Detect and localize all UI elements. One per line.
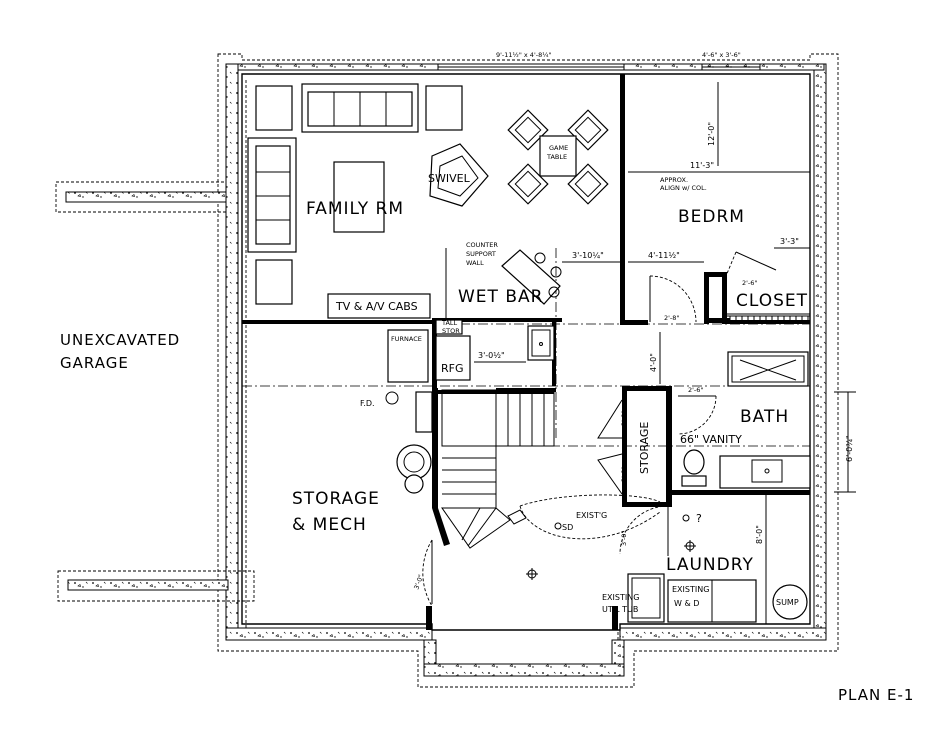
dim-approx-line1: APPROX. (660, 176, 688, 184)
util-tub-label-line1: EXISTING (602, 593, 639, 602)
dim-bedroom-door: 2'-8" (664, 314, 679, 322)
sump-label: SUMP (776, 598, 799, 607)
storage-closet-label: STORAGE (638, 422, 651, 474)
bedroom-label: BEDRM (678, 207, 745, 227)
dim-mech-door: 3'-0" (412, 573, 425, 590)
dim-hall-width: 4'-11½" (648, 251, 680, 260)
closet-label: CLOSET (736, 291, 808, 311)
swivel-label: SWIVEL (428, 172, 471, 185)
counter-wall-label-line2: SUPPORT (466, 250, 496, 258)
furnace-label: FURNACE (391, 335, 422, 343)
tall-stor-label-line1: TALL (441, 319, 458, 327)
dim-hall-length: 4'-0" (649, 353, 658, 372)
dim-approx-line2: ALIGN w/ COL. (660, 184, 707, 192)
vanity-label: 66" VANITY (680, 433, 742, 446)
dim-closet-width: 3'-3" (780, 237, 799, 246)
smoke-detector-label-line2: SD (562, 523, 573, 532)
interior-walls (242, 74, 810, 630)
reference-lines (242, 248, 810, 540)
storage-mech-label-line2: & MECH (292, 515, 367, 535)
dim-bedroom-width: 11'-3" (690, 161, 714, 170)
washer-dryer-label-line1: EXISTING (672, 585, 709, 594)
washer-dryer-label-line2: W & D (674, 599, 699, 608)
window-size-2: 4'-6" x 3'-6" (702, 51, 741, 59)
dim-bath-depth: 6'-0¾" (845, 435, 854, 462)
dim-rfg-space: 3'-0½" (478, 351, 505, 360)
dim-closet-door: 2'-6" (742, 279, 757, 287)
furniture (247, 83, 811, 623)
closet-shelf (726, 313, 810, 322)
question-mark-label: ? (696, 512, 702, 525)
laundry-label: LAUNDRY (666, 555, 754, 575)
storage-mech-label-line1: STORAGE (292, 489, 380, 509)
dim-storage-door-1: 2'-8" (620, 411, 628, 426)
bath-label: BATH (740, 407, 789, 427)
smoke-detector-label-line1: EXIST'G (576, 511, 607, 520)
wet-bar-label: WET BAR (458, 287, 543, 307)
foundation-wall (55, 53, 839, 688)
dim-laundry-depth: 8'-0" (755, 525, 764, 544)
garage-label-line1: UNEXCAVATED (60, 331, 180, 349)
dim-bar-to-wall: 3'-10¼" (572, 251, 604, 260)
plan-title: PLAN E-1 (838, 686, 914, 704)
dim-bedroom-height: 12'-0" (707, 122, 716, 146)
tall-stor-label-line2: STOR (442, 327, 460, 335)
dim-bath-door: 2'-6" (688, 386, 703, 394)
counter-wall-label-line1: COUNTER (466, 241, 498, 249)
game-table-label-line2: TABLE (546, 153, 567, 161)
counter-wall-label-line3: WALL (466, 259, 484, 267)
floor-drain-label: F.D. (360, 399, 375, 408)
family-room-label: FAMILY RM (306, 199, 404, 219)
game-table-label-line1: GAME (549, 144, 568, 152)
dim-storage-door-2: 2'-8" (620, 467, 628, 482)
refrigerator-label: RFG (441, 362, 464, 375)
stairs (441, 389, 810, 549)
labels: 9'-11½" x 4'-8¼" 4'-6" x 3'-6" UNEXCAVAT… (60, 51, 914, 704)
garage-label-line2: GARAGE (60, 354, 129, 372)
util-tub-label-line2: UTIL TUB (602, 605, 638, 614)
dimension-lines (445, 82, 856, 624)
dim-laundry-door: 3'-0" (620, 531, 628, 546)
window-size-1: 9'-11½" x 4'-8¼" (496, 51, 552, 59)
doors (422, 251, 777, 607)
tv-cabinet-label: TV & A/V CABS (335, 300, 418, 313)
